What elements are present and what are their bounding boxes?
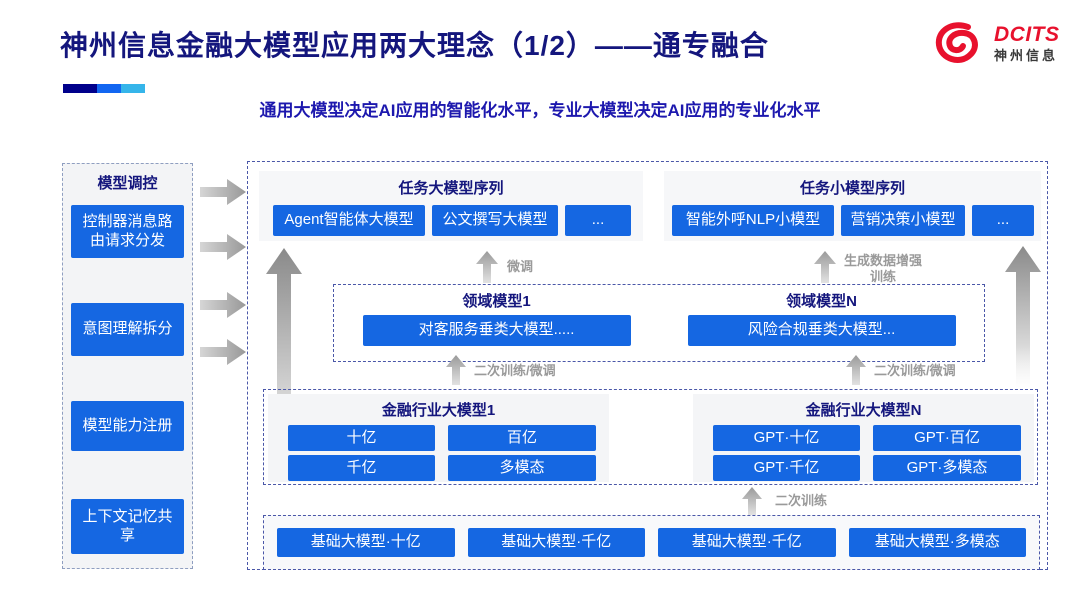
node-gpt-billion: GPT·十亿 xyxy=(713,425,860,451)
task-small-model-header: 任务小模型序列 xyxy=(799,180,905,197)
industry-model-1-panel: 金融行业大模型1 十亿 百亿 千亿 多模态 xyxy=(268,394,609,482)
domain-model-1-header: 领域模型1 xyxy=(462,293,531,310)
sidebar-header: 模型调控 xyxy=(97,175,158,192)
node-ten-billion-param: 百亿 xyxy=(448,425,596,451)
node-billion-param: 十亿 xyxy=(288,425,435,451)
model-control-sidebar: 模型调控 控制器消息路由请求分发 意图理解拆分 模型能力注册 上下文记忆共享 xyxy=(62,163,193,569)
task-large-model-header: 任务大模型序列 xyxy=(398,180,504,197)
industry-model-1-header: 金融行业大模型1 xyxy=(381,402,496,419)
node-customer-service-vertical-model: 对客服务垂类大模型..... xyxy=(362,315,631,346)
dcits-logo: DCITS 神州信息 xyxy=(932,20,1060,66)
up-arrow-icon xyxy=(846,355,866,385)
domain-model-n: 领域模型N 风险合规垂类大模型... xyxy=(659,285,984,361)
page-title: 神州信息金融大模型应用两大理念（1/2）——通专融合 xyxy=(60,30,769,61)
logo-company-text: 神州信息 xyxy=(994,47,1059,63)
up-arrow-icon xyxy=(476,251,498,283)
right-arrow-icon xyxy=(200,234,246,260)
foundation-models-box: 基础大模型·十亿 基础大模型·千亿 基础大模型·千亿 基础大模型·多模态 xyxy=(263,515,1040,570)
node-hundred-billion-param: 千亿 xyxy=(288,455,435,481)
sidebar-item-capability-registry: 模型能力注册 xyxy=(71,401,184,451)
up-arrow-tall-icon xyxy=(266,248,302,471)
up-arrow-icon xyxy=(814,251,836,283)
right-arrow-icon xyxy=(200,179,246,205)
model-architecture-diagram: 任务大模型序列 Agent智能体大模型 公文撰写大模型 ... 任务小模型序列 … xyxy=(247,161,1048,570)
node-foundation-billion: 基础大模型·十亿 xyxy=(277,528,455,557)
secondary-training-finetune-left-label: 二次训练/微调 xyxy=(474,363,556,378)
secondary-training-finetune-right-label: 二次训练/微调 xyxy=(874,363,956,378)
node-foundation-hundred-billion: 基础大模型·千亿 xyxy=(467,528,645,557)
up-arrow-icon xyxy=(446,355,466,385)
right-arrow-icon xyxy=(200,292,246,318)
node-gpt-ten-billion: GPT·百亿 xyxy=(873,425,1021,451)
up-arrow-icon xyxy=(742,487,762,515)
industry-model-n-header: 金融行业大模型N xyxy=(805,402,922,419)
node-foundation-hundred-billion-2: 基础大模型·千亿 xyxy=(658,528,836,557)
title-accent-bar xyxy=(63,84,145,93)
node-agent-large-model: Agent智能体大模型 xyxy=(273,205,425,236)
domain-model-1: 领域模型1 对客服务垂类大模型..... xyxy=(334,285,659,361)
industry-models-box: 金融行业大模型1 十亿 百亿 千亿 多模态 金融行业大模型N GPT·十亿 GP… xyxy=(263,389,1038,485)
secondary-training-label: 二次训练 xyxy=(775,493,828,508)
task-small-model-panel: 任务小模型序列 智能外呼NLP小模型 营销决策小模型 ... xyxy=(664,171,1041,241)
sidebar-item-message-routing: 控制器消息路由请求分发 xyxy=(71,205,184,258)
up-arrow-tall-icon xyxy=(1005,246,1041,389)
slide-subtitle: 通用大模型决定AI应用的智能化水平，专业大模型决定AI应用的专业化水平 xyxy=(259,101,821,120)
node-gpt-hundred-billion: GPT·千亿 xyxy=(713,455,860,481)
augmented-training-label: 生成数据增强训练 xyxy=(843,253,922,284)
domain-model-n-header: 领域模型N xyxy=(786,293,857,310)
node-marketing-decision-model: 营销决策小模型 xyxy=(841,205,965,236)
industry-model-n-panel: 金融行业大模型N GPT·十亿 GPT·百亿 GPT·千亿 GPT·多模态 xyxy=(693,394,1034,482)
node-gpt-multimodal: GPT·多模态 xyxy=(873,455,1021,481)
node-multimodal: 多模态 xyxy=(448,455,596,481)
sidebar-item-intent-parsing: 意图理解拆分 xyxy=(71,303,184,356)
domain-models-box: 领域模型1 对客服务垂类大模型..... 领域模型N 风险合规垂类大模型... xyxy=(333,284,985,362)
node-outbound-nlp-model: 智能外呼NLP小模型 xyxy=(672,205,834,236)
node-more-small-models: ... xyxy=(972,205,1034,236)
right-arrow-icon xyxy=(200,339,246,365)
task-large-model-panel: 任务大模型序列 Agent智能体大模型 公文撰写大模型 ... xyxy=(259,171,643,241)
node-foundation-multimodal: 基础大模型·多模态 xyxy=(848,528,1026,557)
sidebar-item-context-memory: 上下文记忆共享 xyxy=(71,499,184,554)
logo-brand-text: DCITS xyxy=(994,22,1060,46)
node-document-writing-model: 公文撰写大模型 xyxy=(432,205,558,236)
finetune-label: 微调 xyxy=(507,259,534,274)
node-more-large-models: ... xyxy=(565,205,631,236)
node-risk-compliance-vertical-model: 风险合规垂类大模型... xyxy=(687,315,956,346)
dcits-swirl-icon xyxy=(932,20,988,66)
